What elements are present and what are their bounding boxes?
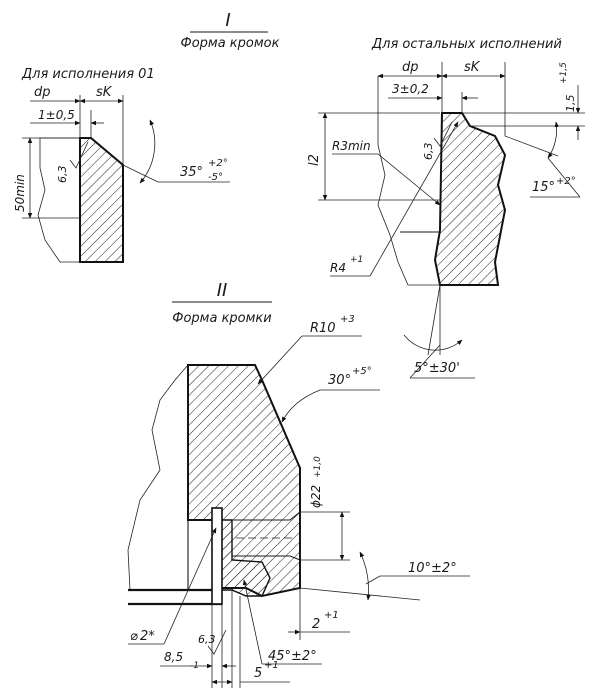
- right-bottom-angle-value: 5°±30': [414, 361, 460, 376]
- left-caption: Для исполнения 01: [21, 67, 155, 82]
- section-2-radius-tol: +3: [340, 314, 355, 325]
- section-2-gap-tol: +1: [324, 610, 339, 621]
- section-2-mark-leader: [163, 527, 217, 645]
- section-2-dim-a-label: 8,5: [164, 650, 183, 664]
- section-2-number: II: [217, 280, 228, 301]
- left-roughness-label: 6,3: [56, 166, 69, 184]
- section-2-dim-b-label: 5: [254, 666, 262, 681]
- left-angle-value: 35°: [180, 165, 203, 180]
- right-radius-min-label: R3min: [332, 139, 371, 153]
- section-2-title: Форма кромки: [172, 311, 271, 326]
- left-angle-upper-tol: +2°: [208, 158, 228, 169]
- section-2-mark-prefix: ⌀: [130, 629, 138, 644]
- section-2-header: II Форма кромки: [172, 280, 272, 326]
- left-sk-label: sK: [96, 85, 113, 100]
- right-plate-section: [433, 112, 507, 286]
- right-top-angle-tol: +2°: [556, 176, 576, 187]
- right-dp-label: dp: [402, 60, 419, 75]
- left-angle-leader: [122, 164, 159, 183]
- section-2-bore: [232, 510, 301, 561]
- section-2-roughness-label: 6,3: [198, 633, 216, 646]
- left-angle-arc: [139, 119, 156, 184]
- section-1-header: I Форма кромок: [181, 10, 280, 51]
- right-vert-tol: +1,5: [559, 62, 569, 84]
- right-top-angle-leader: [547, 157, 581, 198]
- right-radius-label: R4: [330, 261, 346, 275]
- left-gap-label: 1±0,5: [38, 108, 75, 122]
- right-gap-label: 3±0,2: [392, 82, 429, 96]
- right-base-break-line: [377, 112, 440, 286]
- right-bottom-angle-ext-1: [427, 284, 441, 356]
- left-roughness-symbol: [69, 141, 89, 169]
- section-1-number: I: [225, 10, 230, 31]
- section-2-dim-b-tol: +1: [264, 660, 279, 671]
- left-angle-lower-tol: -5°: [208, 172, 223, 183]
- right-radius-leader: [369, 121, 459, 277]
- section-2-radius-leader: [257, 335, 303, 385]
- left-plate-break-line: [37, 137, 80, 263]
- section-2-gap-label: 2: [312, 617, 320, 632]
- section-2-mark-label: 2*: [140, 629, 155, 644]
- section-2-radius-label: R10: [310, 321, 336, 336]
- section-2-detail: R10 +3 30° +5° ϕ22 +1,0 10°±2° 2 +1 45°±…: [127, 314, 470, 688]
- section-2-right-angle-label: 10°±2°: [408, 561, 457, 576]
- section-2-diam-label: ϕ22: [309, 485, 323, 508]
- section-2-top-angle-leader: [281, 389, 321, 423]
- section-2-diam-tol: +1,0: [313, 456, 323, 478]
- left-height-label: 50min: [13, 174, 27, 212]
- right-roughness-label: 6,3: [422, 143, 435, 161]
- right-top-angle-arc: [547, 121, 560, 159]
- section-2-right-angle-arc: [359, 551, 371, 601]
- right-vert-label: 1,5: [564, 95, 577, 113]
- right-radius-min-leader: [377, 153, 441, 206]
- left-detail-01: Для исполнения 01 dp sK 1±0,5 6,3 50min …: [13, 67, 230, 263]
- right-bottom-angle-leader: [409, 344, 441, 379]
- right-top-angle-value: 15°: [532, 180, 555, 195]
- section-2-chamfer-leader: [242, 579, 263, 665]
- section-2-top-angle-tol: +5°: [352, 366, 372, 377]
- section-2-right-angle-leader: [365, 575, 381, 585]
- right-roughness-symbol: [433, 121, 453, 147]
- left-dp-label: dp: [34, 85, 51, 100]
- section-2-socket: [219, 519, 271, 597]
- right-l2-label: l2: [307, 154, 322, 166]
- section-2-chamfer-label: 45°±2°: [268, 649, 317, 664]
- right-radius-tol: +1: [350, 255, 363, 265]
- section-1-title: Форма кромок: [181, 36, 280, 51]
- left-plate-section: [79, 137, 124, 263]
- right-top-angle-ext: [504, 135, 559, 157]
- section-2-pin: [211, 507, 223, 605]
- section-2-dim-a-tol: -1: [190, 661, 199, 671]
- section-2-base-break: [127, 364, 189, 591]
- right-detail-others: Для остальных исполнений dp sK 3±0,2 1,5…: [307, 37, 585, 379]
- right-bottom-angle-arc: [403, 334, 463, 351]
- section-2-top-angle-value: 30°: [328, 373, 351, 388]
- right-caption: Для остальных исполнений: [371, 37, 562, 52]
- right-sk-label: sK: [464, 60, 481, 75]
- section-2-right-angle-ext: [299, 587, 421, 601]
